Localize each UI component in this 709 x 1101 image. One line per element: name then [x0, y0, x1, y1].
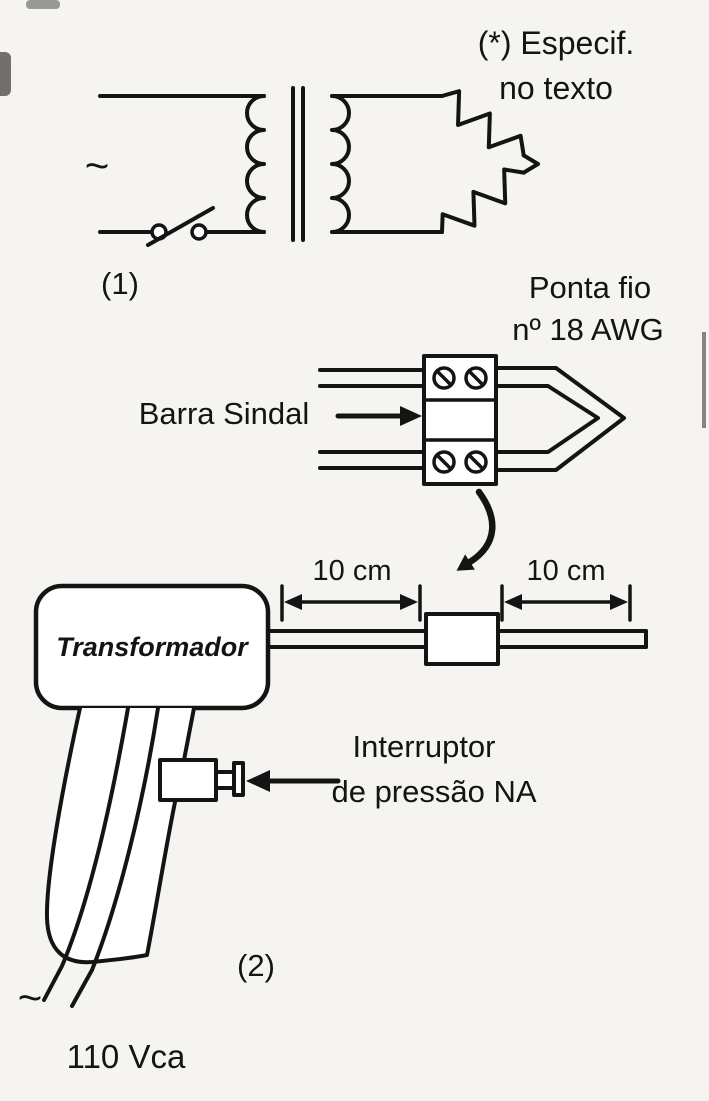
element-tip-join — [521, 153, 540, 175]
switch-button-plate — [232, 761, 245, 797]
figure1-number-label: (1) — [101, 266, 139, 301]
figure1-transformer-schematic: ~ (*) Especif. no texto (1) — [85, 25, 635, 301]
arrow-head-icon — [246, 770, 270, 792]
arrow-head-icon — [504, 594, 522, 610]
screw-slot — [435, 369, 453, 387]
switch-housing — [158, 758, 218, 802]
tip-outline-inner — [494, 384, 600, 454]
switch-lever — [146, 206, 215, 247]
screw-slot — [467, 369, 485, 387]
arrow-head-icon — [284, 594, 302, 610]
switch-label-line-2: de pressão NA — [331, 774, 536, 809]
arrow-head-icon — [400, 594, 418, 610]
primary-coil — [245, 94, 266, 234]
gun-body-label: Transformador — [56, 632, 249, 662]
rod-terminal-block — [424, 612, 500, 666]
pressure-switch — [158, 758, 245, 802]
dimension-right: 10 cm — [500, 555, 632, 622]
tip-outline-outer — [494, 366, 626, 472]
curved-arrow-shaft — [466, 488, 496, 566]
dimension-left: 10 cm — [280, 555, 422, 622]
power-cord-wire-2 — [70, 706, 160, 1008]
curved-pointer-arrow — [456, 488, 496, 571]
barra-sindal-detail: Ponta fio nº 18 AWG Barra Sindal — [139, 270, 664, 571]
scan-artifact-left-edge — [0, 52, 11, 96]
note-line-1: (*) Especif. — [478, 25, 634, 61]
power-cord-wire-1 — [42, 706, 130, 1002]
figure2-soldering-gun: Transformador 10 cm 10 cm — [18, 555, 648, 1075]
switch-contact-right — [190, 223, 208, 241]
dim-right-label: 10 cm — [527, 555, 606, 587]
dim-left-label: 10 cm — [313, 555, 392, 587]
scan-artifact-top-edge — [26, 0, 60, 9]
ac-source-symbol: ~ — [85, 142, 110, 189]
tip-label-line-1: Ponta fio — [529, 270, 651, 305]
screw-slot — [435, 453, 453, 471]
tip-label-line-2: nº 18 AWG — [512, 312, 663, 347]
switch-pointer-arrow — [246, 770, 341, 792]
arrow-head-icon — [456, 554, 475, 571]
secondary-coil — [330, 94, 351, 234]
heating-element-zigzag — [440, 89, 540, 234]
arrow-head-icon — [610, 594, 628, 610]
supply-voltage-label: 110 Vca — [67, 1038, 186, 1075]
open-switch — [146, 206, 215, 247]
switch-label-line-1: Interruptor — [352, 729, 495, 764]
barra-sindal-label: Barra Sindal — [139, 396, 310, 431]
arrow-head-icon — [400, 406, 422, 426]
element-zigzag-top — [440, 89, 526, 158]
terminal-screws — [432, 366, 488, 474]
screw-slot — [467, 453, 485, 471]
note-line-2: no texto — [499, 70, 613, 106]
ac-supply-symbol: ~ — [18, 974, 43, 1021]
figure2-number-label: (2) — [237, 948, 275, 983]
element-zigzag-bottom — [440, 167, 526, 234]
switch-plunger — [214, 770, 236, 790]
barra-sindal-arrow — [335, 406, 422, 426]
scan-artifact-right-edge — [702, 332, 706, 428]
